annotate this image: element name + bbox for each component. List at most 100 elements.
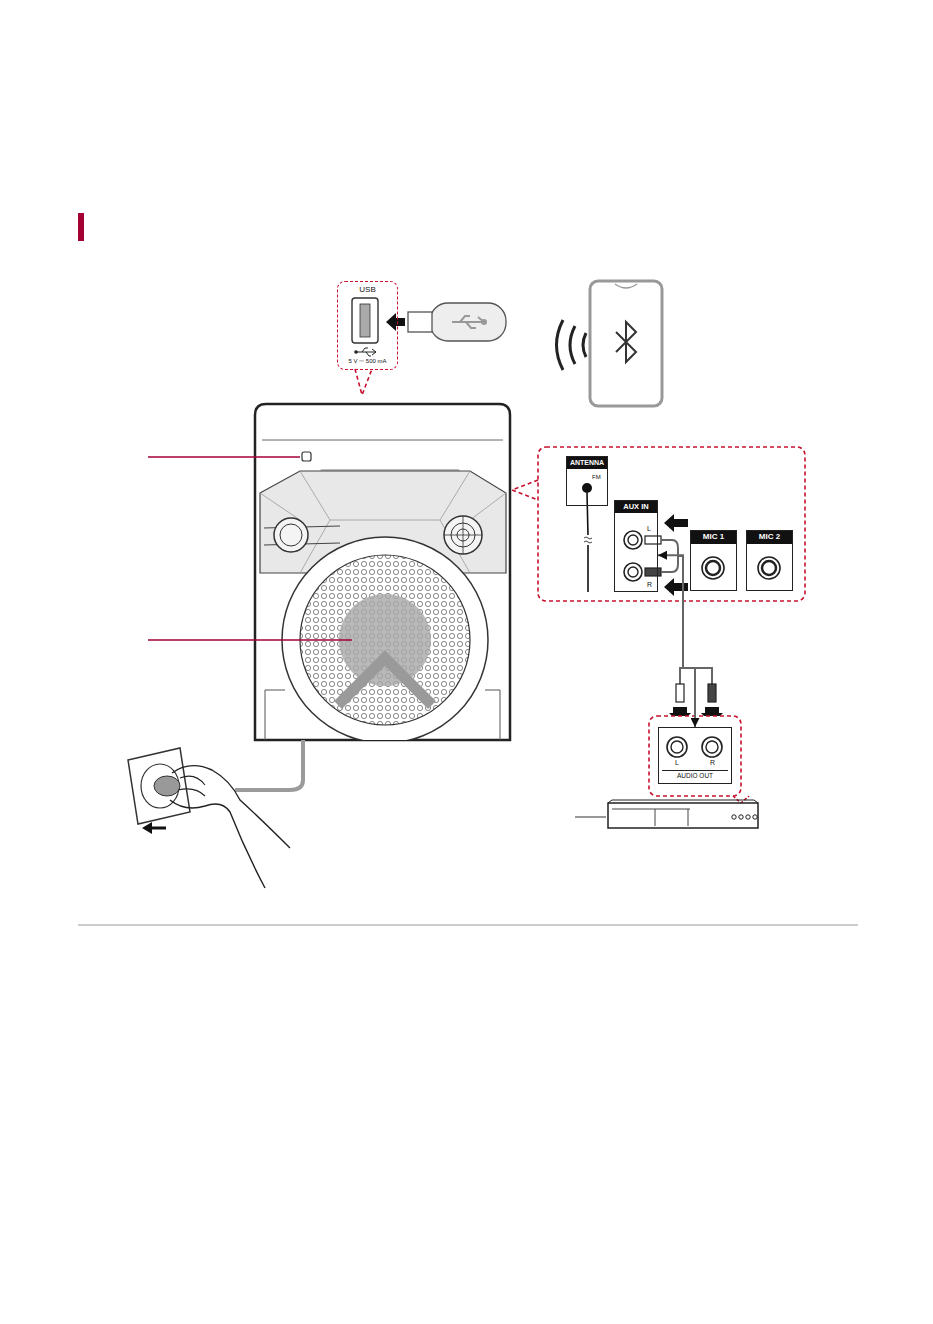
- bluetooth-phone: [557, 320, 564, 370]
- audio-out-panel: [702, 737, 722, 757]
- rear-panel: [624, 531, 642, 549]
- woofer: [265, 690, 500, 740]
- rear-panel: [706, 561, 720, 575]
- separator-line: [78, 925, 858, 926]
- speaker-body: [302, 452, 311, 461]
- rear-panel: [758, 557, 780, 579]
- usb-port: [354, 350, 358, 354]
- port-text: R: [710, 759, 715, 767]
- rear-panel: [587, 493, 588, 592]
- usb-stick: [481, 319, 487, 325]
- power-cord: [235, 740, 303, 790]
- audio-out-panel: [649, 716, 749, 803]
- usb-stick: [452, 316, 484, 328]
- disc-player: [746, 815, 750, 819]
- rca-plug: [664, 578, 688, 596]
- leader-line: [148, 456, 300, 457]
- hand: [142, 822, 152, 834]
- rear-panel: [582, 483, 592, 493]
- disc-player: [608, 803, 758, 828]
- audio-out-panel: [649, 716, 741, 796]
- usb-stick: [408, 312, 432, 332]
- port-text: USB: [338, 286, 397, 295]
- audio-out-panel: [706, 741, 718, 753]
- rear-panel: [628, 535, 638, 545]
- bluetooth-phone: [583, 333, 586, 357]
- disc-player: [753, 815, 757, 819]
- usb-stick: [386, 313, 405, 331]
- bluetooth-phone: [590, 281, 662, 406]
- antenna-port: ANTENNA FM: [566, 456, 608, 506]
- hand: [150, 827, 166, 830]
- usb-callout: USB 5 V ⎓ 500 mA: [337, 281, 398, 370]
- rca-plug: [645, 536, 661, 544]
- rear-panel: [762, 561, 776, 575]
- mic-port: MIC 1: [690, 530, 737, 591]
- bluetooth-phone: [615, 284, 637, 288]
- port-text: FM: [592, 474, 601, 481]
- usb-port: [360, 304, 370, 337]
- rear-panel: [624, 563, 642, 581]
- speaker-body: [280, 524, 302, 546]
- power-cord: [235, 740, 303, 790]
- rca-plug: [664, 514, 688, 532]
- aux-in-port: AUX IN L R: [614, 500, 658, 592]
- section-marker: [78, 213, 84, 241]
- leader-line: [575, 817, 606, 818]
- audio-out-port: L R AUDIO OUT: [658, 727, 732, 784]
- hand: [170, 800, 265, 888]
- disc-player: [739, 815, 743, 819]
- woofer: [282, 537, 488, 740]
- port-text: L: [647, 525, 651, 533]
- mic-port: MIC 2: [746, 530, 793, 591]
- speaker-body: [262, 440, 503, 441]
- section-marker: [78, 213, 84, 241]
- usb-port: [352, 298, 378, 343]
- rear-panel: [628, 567, 638, 577]
- disc-player: [608, 800, 758, 828]
- wall-socket: [128, 748, 190, 824]
- woofer: [339, 594, 431, 686]
- usb-port: [352, 298, 378, 395]
- hand: [172, 766, 290, 848]
- speaker-body: [274, 518, 308, 552]
- bluetooth-phone: [570, 326, 575, 364]
- rear-panel: [702, 557, 724, 579]
- woofer: [338, 658, 432, 705]
- wall-socket: [141, 764, 179, 808]
- woofer: [265, 537, 500, 740]
- hand: [142, 766, 290, 888]
- rear-panel: [512, 447, 805, 601]
- usb-port: [355, 369, 372, 395]
- rca-plug: [676, 684, 684, 702]
- usb-stick: [430, 303, 506, 341]
- port-label: MIC 2: [747, 531, 792, 544]
- leader-line: [148, 639, 352, 640]
- port-text: L: [675, 759, 679, 767]
- port-text: AUDIO OUT: [662, 770, 728, 779]
- port-text: R: [647, 581, 652, 589]
- rear-panel: [538, 447, 805, 601]
- disc-player: [612, 809, 690, 826]
- bluetooth-phone: [616, 322, 636, 362]
- separator-line: [78, 925, 858, 926]
- audio-out-panel: [667, 737, 687, 757]
- port-label: AUX IN: [615, 501, 657, 513]
- hand: [178, 776, 205, 796]
- rca-plug: [708, 684, 716, 702]
- port-label: ANTENNA: [567, 457, 607, 469]
- port-text: 5 V ⎓ 500 mA: [338, 358, 397, 365]
- speaker-body: [444, 516, 482, 554]
- rca-plug: [645, 568, 661, 576]
- wall-socket: [154, 776, 180, 796]
- usb-port: [356, 348, 376, 356]
- audio-out-panel: [671, 741, 683, 753]
- port-label: MIC 1: [691, 531, 736, 544]
- wall-socket: [128, 748, 190, 824]
- rear-panel: [512, 480, 538, 500]
- usb-stick: [386, 303, 506, 341]
- disc-player: [608, 800, 758, 803]
